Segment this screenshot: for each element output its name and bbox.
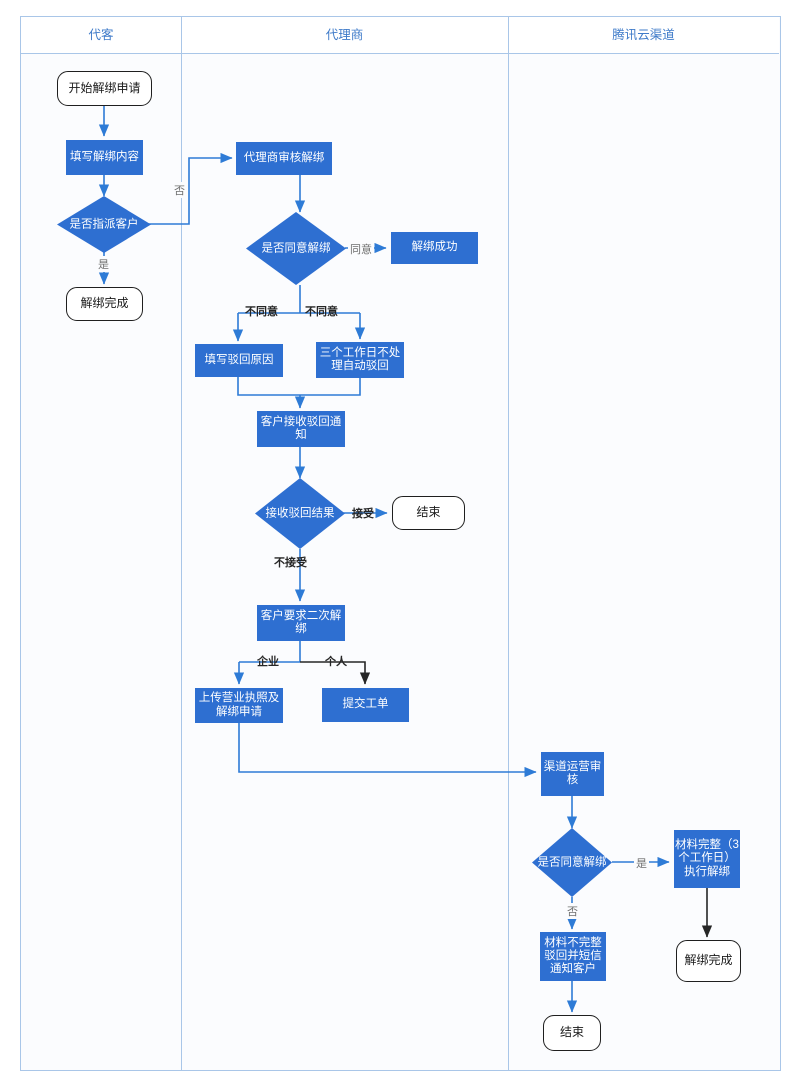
node-customer-receive-reject-label: 客户接收驳回通知: [260, 415, 342, 441]
node-material-complete-label: 材料完整（3个工作日）执行解绑: [675, 839, 739, 878]
node-unbind-done-2-label: 解绑完成: [684, 953, 733, 968]
edge-label-yes-2: 是: [634, 855, 649, 871]
node-upload-license[interactable]: 上传营业执照及解绑申请: [195, 688, 283, 723]
node-submit-ticket[interactable]: 提交工单: [322, 688, 409, 722]
edge-label-enterprise: 企业: [257, 656, 279, 668]
node-channel-ops-review-label: 渠道运营审核: [543, 760, 602, 786]
edge-label-not-accept: 不接受: [274, 557, 307, 569]
node-submit-ticket-label: 提交工单: [342, 698, 389, 711]
node-agree-unbind-label: 是否同意解绑: [261, 241, 331, 254]
edge-label-no-assign: 否: [172, 182, 187, 198]
edge-label-no-2: 否: [565, 903, 580, 919]
edge-label-agree: 同意: [348, 241, 374, 257]
node-second-unbind-request-label: 客户要求二次解绑: [260, 609, 342, 635]
diamond-shape: [255, 478, 345, 549]
node-end-2-label: 结束: [559, 1025, 584, 1040]
node-agent-review[interactable]: 代理商审核解绑: [236, 142, 332, 175]
node-agree-unbind-2[interactable]: 是否同意解绑: [532, 828, 612, 897]
diamond-shape: [57, 196, 151, 253]
node-agree-unbind-2-label: 是否同意解绑: [537, 855, 607, 868]
node-agree-unbind[interactable]: 是否同意解绑: [246, 212, 346, 285]
node-fill-content-label: 填写解绑内容: [70, 150, 139, 163]
node-assign-customer[interactable]: 是否指派客户: [57, 196, 151, 253]
node-end-1[interactable]: 结束: [392, 496, 465, 530]
node-receive-reject-result[interactable]: 接收驳回结果: [255, 478, 345, 549]
node-material-incomplete-label: 材料不完整驳回并短信通知客户: [544, 936, 602, 976]
edge-label-yes-assign: 是: [96, 256, 111, 272]
lane-header-agent-label: 代理商: [325, 28, 364, 42]
lane-header-tencent: 腾讯云渠道: [508, 17, 779, 54]
node-upload-license-label: 上传营业执照及解绑申请: [198, 692, 280, 718]
lane-divider-2: [508, 17, 509, 1070]
node-unbind-success-label: 解绑成功: [411, 241, 458, 254]
edge-label-disagree-right: 不同意: [305, 306, 338, 318]
node-receive-reject-result-label: 接收驳回结果: [265, 506, 335, 519]
node-material-complete[interactable]: 材料完整（3个工作日）执行解绑: [674, 830, 740, 888]
node-end-1-label: 结束: [416, 505, 441, 520]
lane-header-customer: 代客: [21, 17, 181, 54]
node-agent-review-label: 代理商审核解绑: [243, 151, 325, 164]
diamond-shape: [532, 828, 612, 897]
edge-label-personal: 个人: [325, 656, 347, 668]
node-fill-reject-reason-label: 填写驳回原因: [204, 353, 274, 366]
node-customer-receive-reject[interactable]: 客户接收驳回通知: [257, 411, 345, 447]
lane-header-customer-label: 代客: [88, 28, 114, 42]
node-fill-content[interactable]: 填写解绑内容: [66, 140, 143, 175]
node-unbind-done-1[interactable]: 解绑完成: [66, 287, 143, 321]
node-channel-ops-review[interactable]: 渠道运营审核: [541, 752, 604, 796]
swimlane-table: 代客 代理商 腾讯云渠道: [20, 16, 781, 1071]
node-fill-reject-reason[interactable]: 填写驳回原因: [195, 344, 283, 377]
node-second-unbind-request[interactable]: 客户要求二次解绑: [257, 605, 345, 641]
node-unbind-done-1-label: 解绑完成: [80, 296, 129, 311]
diamond-shape: [246, 212, 346, 285]
node-material-incomplete[interactable]: 材料不完整驳回并短信通知客户: [540, 932, 606, 981]
lane-header-agent: 代理商: [181, 17, 508, 54]
node-start-apply-label: 开始解绑申请: [68, 80, 141, 95]
edge-label-accept: 接受: [352, 508, 374, 520]
edge-label-disagree-left: 不同意: [245, 306, 278, 318]
node-auto-reject[interactable]: 三个工作日不处理自动驳回: [316, 342, 404, 378]
node-assign-customer-label: 是否指派客户: [69, 217, 139, 230]
node-auto-reject-label: 三个工作日不处理自动驳回: [319, 346, 401, 372]
lane-header-tencent-label: 腾讯云渠道: [612, 28, 675, 42]
node-start-apply[interactable]: 开始解绑申请: [57, 71, 152, 106]
node-unbind-done-2[interactable]: 解绑完成: [676, 940, 741, 982]
lane-divider-1: [181, 17, 182, 1070]
node-unbind-success[interactable]: 解绑成功: [391, 232, 478, 264]
node-end-2[interactable]: 结束: [543, 1015, 601, 1051]
